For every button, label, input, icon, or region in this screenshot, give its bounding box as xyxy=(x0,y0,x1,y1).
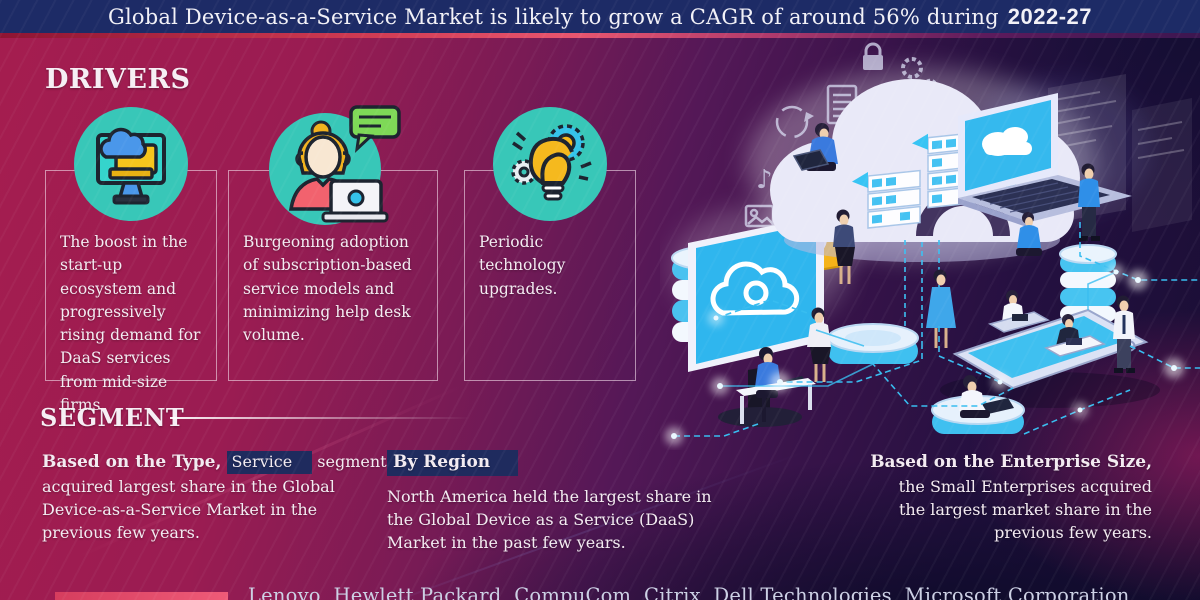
segment-by-type: Based on the Type, Service segment acqui… xyxy=(42,450,387,544)
cloud-drop-lines xyxy=(904,240,940,343)
segment-by-region: By Region North America held the largest… xyxy=(387,450,712,554)
segment-by-type-text: segment acquired largest share in the Gl… xyxy=(42,452,387,543)
lock-icon xyxy=(863,42,883,70)
standing-people xyxy=(807,163,1135,382)
driver-card-text: The boost in the start-up ecosystem and … xyxy=(60,233,201,414)
title-banner: Global Device-as-a-Service Market is lik… xyxy=(0,0,1200,33)
monitor-cloud-icon xyxy=(72,105,190,230)
footer-accent-bar xyxy=(55,592,228,600)
key-players-list: Lenovo, Hewlett Packard, CompuCom, Citri… xyxy=(248,584,1130,600)
person-man-blue-shirt xyxy=(1078,163,1100,241)
person-woman-blue-dress xyxy=(926,269,956,348)
data-disc xyxy=(827,323,919,364)
mini-desk-2 xyxy=(1044,314,1106,357)
mini-desk-1 xyxy=(988,290,1050,333)
driver-card-upgrades: Periodic technology upgrades. xyxy=(464,107,636,381)
drivers-heading: DRIVERS xyxy=(45,64,191,95)
sync-icon xyxy=(775,105,809,139)
driver-card-startup: The boost in the start-up ecosystem and … xyxy=(45,107,217,414)
person-woman-dark-dress xyxy=(807,307,831,382)
segment-by-type-lead: Based on the Type, xyxy=(42,452,222,472)
driver-card-subscription: Burgeoning adoption of subscription-base… xyxy=(228,105,438,381)
disc-with-person xyxy=(931,375,1025,434)
banner-accent-line xyxy=(0,33,1200,38)
segment-by-enterprise: Based on the Enterprise Size, the Small … xyxy=(870,450,1152,544)
music-note-icon: ♪ xyxy=(756,165,773,195)
banner-title: Global Device-as-a-Service Market is lik… xyxy=(107,5,999,29)
laptop-cloud-illustration xyxy=(958,93,1132,228)
support-agent-icon xyxy=(263,105,403,234)
segment-by-region-text: North America held the largest share in … xyxy=(387,486,712,553)
daas-isometric-illustration: ♪ xyxy=(665,42,1200,445)
person-at-laptop xyxy=(1016,212,1042,256)
person-woman-tablet xyxy=(833,209,855,284)
segment-heading: SEGMENT xyxy=(40,403,185,432)
driver-card-text: Periodic technology upgrades. xyxy=(479,233,566,298)
segment-rule xyxy=(170,417,470,419)
banner-years: 2022-27 xyxy=(1007,4,1093,29)
driver-card-text: Burgeoning adoption of subscription-base… xyxy=(243,233,412,344)
segment-by-enterprise-text: the Small Enterprises acquired the large… xyxy=(898,476,1152,543)
network-lines xyxy=(674,222,1200,437)
person-on-cloud xyxy=(792,123,838,171)
segment-by-enterprise-lead: Based on the Enterprise Size, xyxy=(870,452,1152,472)
glow-nodes xyxy=(665,264,1184,445)
person-man-white-shirt xyxy=(1113,295,1135,373)
bulb-gear-icon xyxy=(491,105,609,230)
segment-by-region-label: By Region xyxy=(387,450,519,476)
segment-by-type-highlight: Service xyxy=(226,451,313,474)
monitor-cloud-illustration xyxy=(688,215,824,427)
